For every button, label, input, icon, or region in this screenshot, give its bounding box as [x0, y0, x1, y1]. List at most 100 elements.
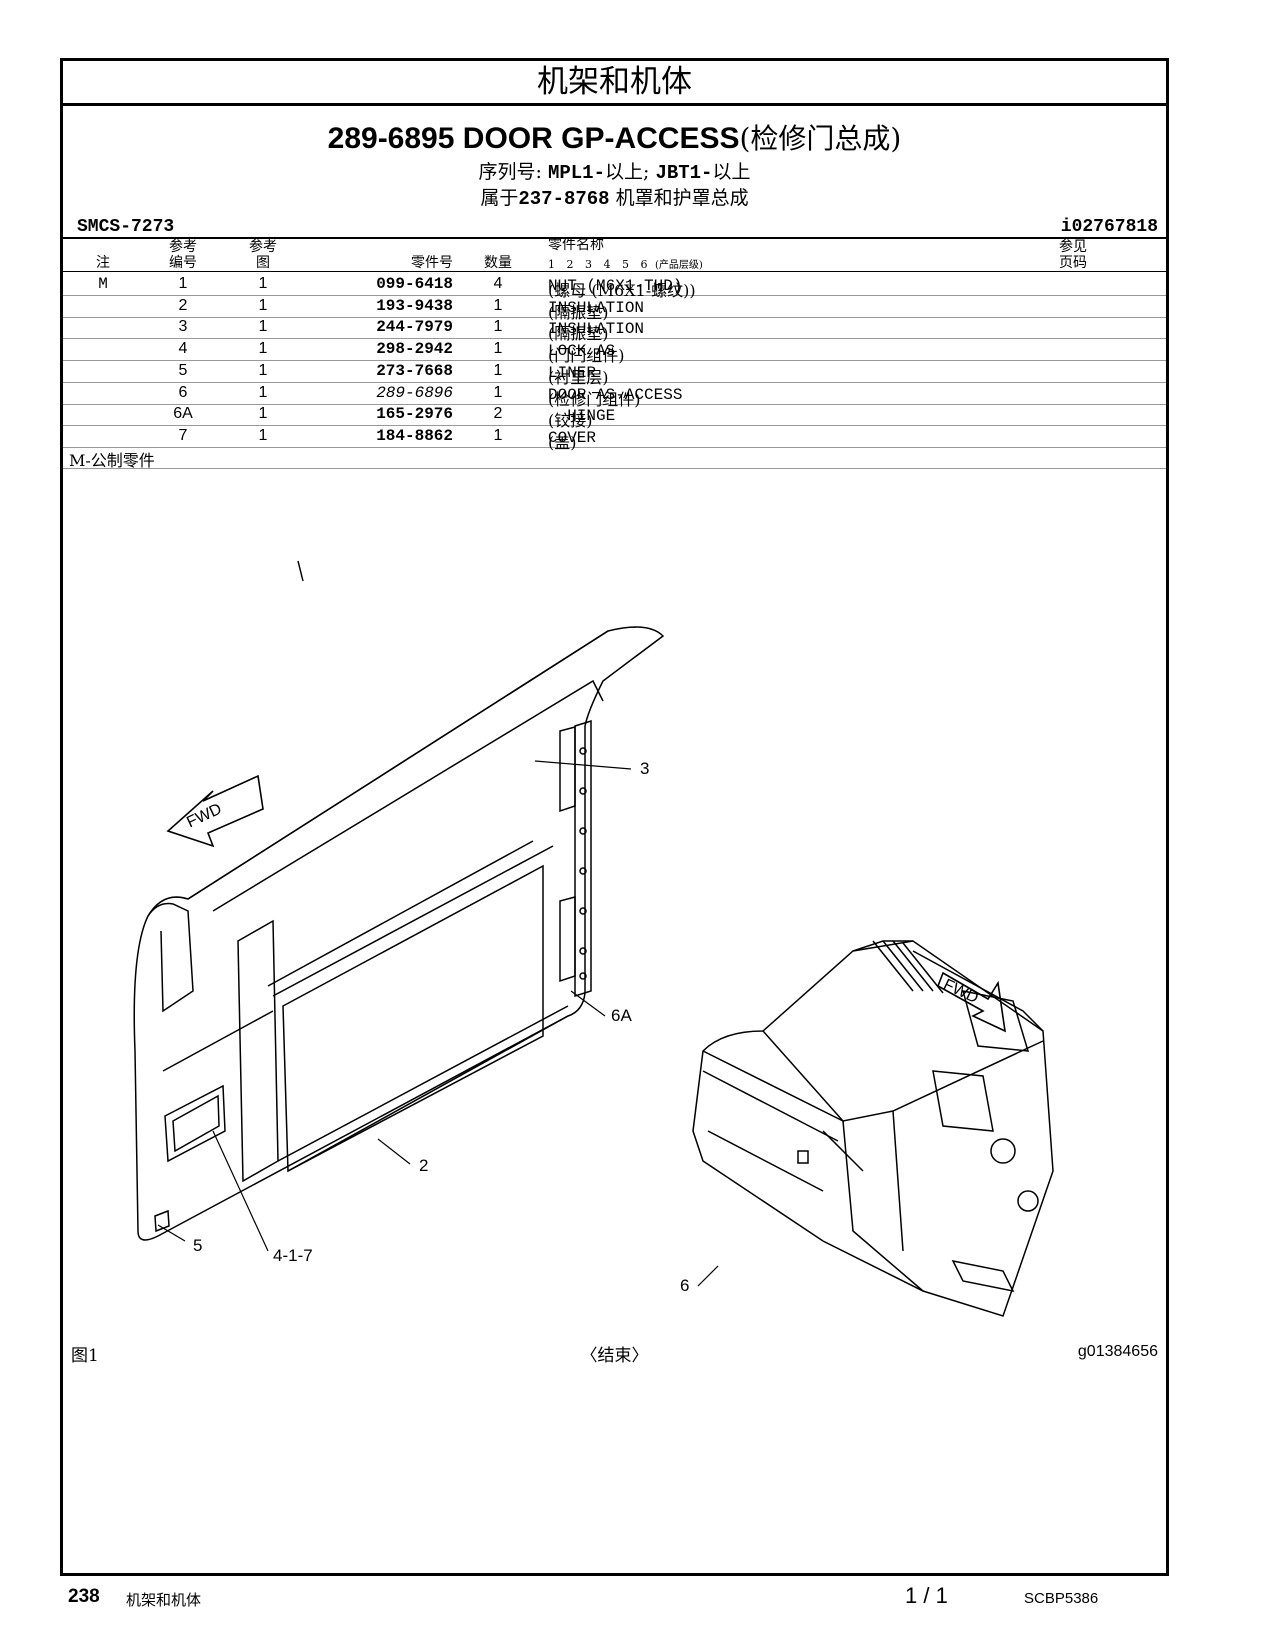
cell-qty: 4: [493, 275, 503, 292]
group-title: 289-6895 DOOR GP-ACCESS(检修门总成): [63, 117, 1166, 157]
page-frame: 机架和机体 289-6895 DOOR GP-ACCESS(检修门总成) 序列号…: [60, 58, 1169, 1576]
cell-ref-no: 2: [178, 296, 188, 314]
serial-label: 序列号:: [478, 161, 542, 183]
cell-ref-fig: 1: [258, 340, 268, 358]
col-see-page-top: 参见: [1059, 239, 1087, 255]
part-name-en: COVER: [548, 428, 597, 447]
cell-qty: 1: [493, 361, 503, 379]
belongs-part: 237-8768: [518, 188, 610, 210]
part-name-cn: (铰接): [548, 411, 593, 431]
cell-ref-no: 6A: [173, 405, 193, 423]
cell-qty: 1: [493, 340, 503, 358]
section-title: 机架和机体: [63, 61, 1166, 106]
part-name-cn: (盖): [548, 432, 577, 452]
column-rule: [63, 271, 1166, 272]
callout-5: 5: [193, 1236, 202, 1255]
exploded-illustration: FWD FWD: [133, 560, 1054, 1317]
machine-drawing: [692, 940, 1054, 1317]
serial-prefix-2: JBT1-: [655, 162, 713, 184]
callout-2: 2: [419, 1156, 428, 1175]
serial-prefix-1: MPL1-: [547, 162, 605, 184]
belongs-label: 属于: [480, 187, 519, 209]
cell-qty: 2: [493, 405, 503, 423]
cell-ref-no: 7: [178, 426, 188, 444]
part-name-cn: (螺母 (M6X1-螺纹)): [548, 281, 696, 300]
part-name-cn: (检修门组件): [548, 389, 641, 409]
group-part-number: 289-6895: [327, 122, 455, 155]
cell-ref-no: 4: [178, 340, 188, 358]
serial-suffix-2: 以上: [712, 161, 751, 183]
part-name-en: LOCK AS: [548, 342, 616, 361]
col-see-page-bottom: 页码: [1059, 255, 1087, 271]
callout-6: 6: [680, 1276, 689, 1295]
note-rule: [63, 468, 1166, 469]
serial-suffix-1: 以上;: [604, 161, 650, 183]
cell-ref-no: 6: [178, 383, 188, 401]
part-name-en: DOOR AS-ACCESS: [548, 385, 683, 404]
cell-ref-fig: 1: [258, 361, 268, 379]
part-name-en: NUT (M6X1-THD): [548, 277, 683, 295]
cell-ref-fig: 1: [258, 426, 268, 444]
cell-qty: 1: [493, 318, 503, 336]
col-see-page: 参见 页码: [1053, 239, 1093, 271]
belongs-line: 属于237-8768 机罩和护罩总成: [63, 183, 1166, 210]
cell-qty: 1: [493, 383, 503, 401]
fwd-label-left: FWD: [184, 801, 224, 832]
fwd-label-right: FWD: [941, 976, 981, 1007]
part-name-en: HINGE: [548, 407, 616, 426]
belongs-name: 机罩和护罩总成: [615, 187, 749, 209]
cell-ref-fig: 1: [258, 296, 268, 314]
cell-note: M: [98, 275, 108, 293]
part-name-en: INSULATION: [548, 298, 645, 317]
footer-page-number: 238: [68, 1586, 100, 1607]
col-ref-fig-top: 参考: [249, 239, 277, 255]
cell-part-no: 298-2942: [376, 340, 453, 359]
figure-label: 图1: [71, 1346, 99, 1366]
cell-ref-fig: 1: [258, 318, 268, 336]
cell-ref-fig: 1: [258, 383, 268, 401]
cell-part-no: 273-7668: [376, 361, 453, 380]
callout-6a: 6A: [611, 1006, 632, 1025]
fwd-arrow-left-icon: FWD: [166, 774, 264, 848]
col-levels-numbers: 1 2 3 4 5 6: [548, 258, 652, 271]
footer-section: 机架和机体: [126, 1591, 202, 1609]
callout-3: 3: [640, 759, 649, 778]
cell-part-no: 099-6418: [376, 275, 453, 293]
graphic-id: g01384656: [1077, 1343, 1158, 1360]
part-name-cn: (门闩组件): [548, 346, 625, 366]
cell-part-no: 193-9438: [376, 296, 453, 315]
part-name-en: LINER: [548, 363, 597, 382]
part-name-cn: (隔振垫): [548, 302, 609, 322]
door-panel-drawing: [133, 560, 665, 1241]
cell-part-no: 244-7979: [376, 318, 453, 337]
col-levels-note: (产品层级): [654, 260, 703, 271]
cell-qty: 1: [493, 296, 503, 314]
callout-4-1-7: 4-1-7: [273, 1246, 313, 1265]
table-row: 5 1 273-7668 1 LINER (衬里层): [63, 360, 1166, 387]
doc-id: i02767818: [1060, 217, 1158, 237]
cell-part-no: 165-2976: [376, 405, 453, 424]
cell-ref-no: 5: [178, 361, 188, 379]
col-part-no: 零件号: [411, 255, 453, 271]
cell-part-no: 289-6896: [376, 383, 453, 402]
smcs-code: SMCS-7273: [77, 217, 175, 237]
table-row: 2 1 193-9438 1 INSULATION (隔振垫): [63, 295, 1166, 322]
col-note: 注: [96, 255, 110, 271]
col-levels: 1 2 3 4 5 6 (产品层级): [548, 257, 703, 274]
cell-ref-no: 1: [178, 275, 188, 292]
serial-line: 序列号: MPL1-以上; JBT1-以上: [63, 157, 1166, 184]
end-marker: 〈结束〉: [580, 1346, 649, 1366]
table-row: 4 1 298-2942 1 LOCK AS (门闩组件): [63, 338, 1166, 365]
col-part-name: 零件名称: [548, 237, 604, 253]
col-ref-no-top: 参考: [169, 239, 197, 255]
part-name-en: INSULATION: [548, 320, 645, 339]
part-name-cn: (衬里层): [548, 367, 609, 387]
col-ref-no-bottom: 编号: [169, 255, 197, 271]
footer-page-of: 1 / 1: [905, 1583, 948, 1608]
metric-note: M-公制零件: [69, 451, 155, 470]
col-ref-no: 参考 编号: [163, 239, 203, 271]
